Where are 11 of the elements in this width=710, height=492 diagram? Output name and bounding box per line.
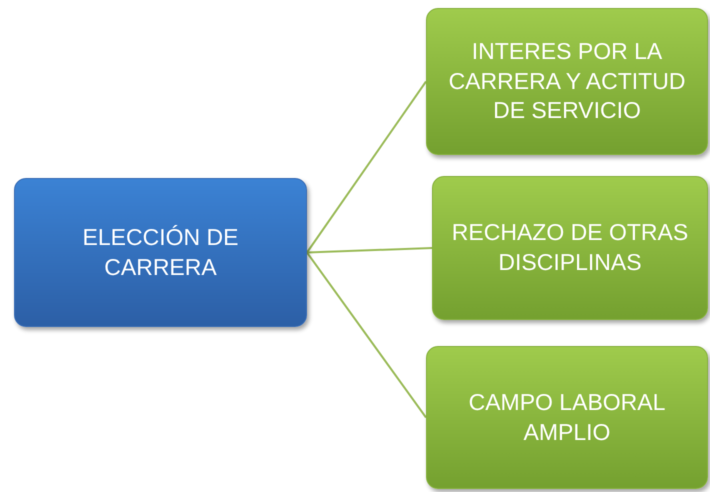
connector-line (306, 247, 432, 254)
box-text: INTERES POR LA CARRERA Y ACTITUD DE SERVICIO (448, 36, 686, 126)
connector-line (306, 252, 427, 418)
connector-line (306, 80, 427, 254)
topic-box (14, 178, 307, 327)
branch-box (426, 346, 708, 489)
box-text: ELECCIÓN DE CARRERA (82, 222, 240, 282)
box-text: RECHAZO DE OTRAS DISCIPLINAS (450, 218, 690, 277)
box-text: CAMPO LABORAL AMPLIO (468, 388, 666, 446)
branch-box (432, 176, 708, 320)
branch-box (426, 8, 708, 155)
